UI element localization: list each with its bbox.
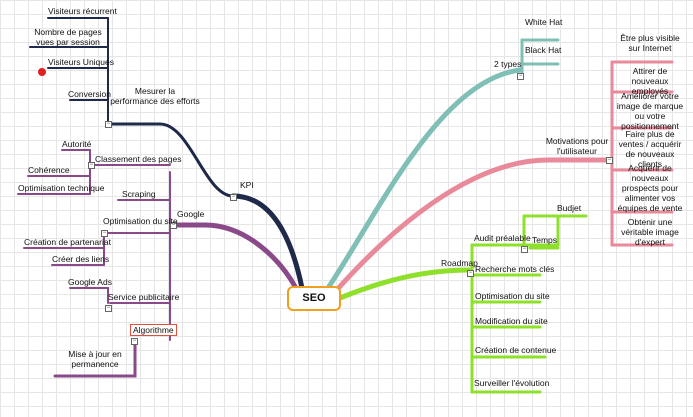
audit-node[interactable]: Audit préalable <box>474 233 531 243</box>
kpi-node[interactable]: KPI <box>240 180 254 190</box>
scraping-node[interactable]: Scraping <box>122 189 156 199</box>
algorithme-toggle[interactable]: − <box>131 338 138 345</box>
classement-item[interactable]: Optimisation technique <box>18 183 105 193</box>
google-node[interactable]: Google <box>177 209 205 219</box>
classement-leaves <box>17 149 91 195</box>
roadmap-item[interactable]: Optimisation du site <box>475 291 550 301</box>
kpi-item[interactable]: Visiteurs récurrent <box>48 6 117 16</box>
service-item[interactable]: Google Ads <box>68 277 112 287</box>
kpi-sub-connector <box>106 122 235 198</box>
algo-leaf <box>53 338 137 378</box>
algorithme-item[interactable]: Mise à jour en permanence <box>68 349 122 369</box>
kpi-collapse-toggle[interactable]: − <box>230 194 237 201</box>
optimisation-item[interactable]: Création de partenariat <box>24 237 111 247</box>
optimisation-toggle[interactable]: − <box>101 230 108 237</box>
classement-toggle[interactable]: − <box>88 162 95 169</box>
classement-item[interactable]: Autorité <box>62 139 92 149</box>
classement-node[interactable]: Classement des pages <box>95 154 182 164</box>
roadmap-node[interactable]: Roadmap <box>441 258 478 268</box>
kpi-branch-toggle[interactable]: − <box>105 121 112 128</box>
service-toggle[interactable]: − <box>105 305 112 312</box>
kpi-item[interactable]: Conversion <box>68 89 111 99</box>
optimisation-item[interactable]: Créer des liens <box>52 254 110 264</box>
google-sub-connectors <box>94 164 171 335</box>
optimisation-node[interactable]: Optimisation du site <box>103 216 178 226</box>
kpi-item[interactable]: Nombre de pages vues par session <box>34 27 102 47</box>
service-node[interactable]: Service publicitaire <box>108 292 180 302</box>
roadmap-item[interactable]: Recherche mots clés <box>475 264 555 274</box>
types-node[interactable]: 2 types <box>494 59 522 69</box>
types-toggle[interactable]: − <box>517 73 524 80</box>
audit-item[interactable]: Temps <box>532 235 558 245</box>
google-main-connector <box>169 222 300 293</box>
motivations-toggle[interactable]: − <box>606 157 613 164</box>
types-item[interactable]: Black Hat <box>525 45 562 55</box>
roadmap-leaves <box>470 243 547 394</box>
motivation-item[interactable]: Améliorer votre image de marque ou votre… <box>616 91 684 131</box>
optimisation-leaves <box>23 247 105 266</box>
roadmap-main-connector <box>337 267 473 301</box>
motivation-item[interactable]: Attirer de nouveaux employés <box>631 66 669 96</box>
root-node[interactable]: SEO <box>287 286 341 311</box>
types-item[interactable]: White Hat <box>525 17 563 27</box>
motivation-item[interactable]: Acquérir de nouveaux prospects pour alim… <box>617 163 683 213</box>
kpi-main-connector <box>230 193 305 291</box>
motivation-item[interactable]: Obtenir une véritable image d'expert <box>621 217 679 247</box>
motivations-leaves <box>610 60 674 247</box>
kpi-branch-node[interactable]: Mesurer la performance des efforts <box>110 86 200 106</box>
roadmap-toggle[interactable]: − <box>467 270 474 277</box>
audit-item[interactable]: Budjet <box>557 203 582 213</box>
algorithme-node[interactable]: Algorithme <box>130 324 177 336</box>
roadmap-item[interactable]: Surveiller l'évolution <box>474 378 550 388</box>
roadmap-item[interactable]: Modification du site <box>475 316 548 326</box>
motivations-node[interactable]: Motivations pour l'utilisateur <box>545 136 609 156</box>
audit-leaves <box>522 214 560 250</box>
service-leaf <box>69 287 109 304</box>
motivation-item[interactable]: Faire plus de ventes / acquérir de nouve… <box>618 129 682 169</box>
types-main-connector <box>325 67 523 291</box>
google-toggle[interactable]: − <box>170 222 177 229</box>
kpi-item[interactable]: Visiteurs Uniques <box>48 57 114 67</box>
types-leaves <box>520 38 560 66</box>
motivations-main-connector <box>332 157 613 295</box>
alert-dot <box>38 68 46 76</box>
kpi-leaf-connectors <box>29 17 109 101</box>
classement-item[interactable]: Cohérence <box>28 165 70 175</box>
audit-toggle[interactable]: − <box>521 246 528 253</box>
roadmap-item[interactable]: Création de contenue <box>475 345 557 355</box>
motivation-item[interactable]: Être plus visible sur Internet <box>620 33 680 53</box>
